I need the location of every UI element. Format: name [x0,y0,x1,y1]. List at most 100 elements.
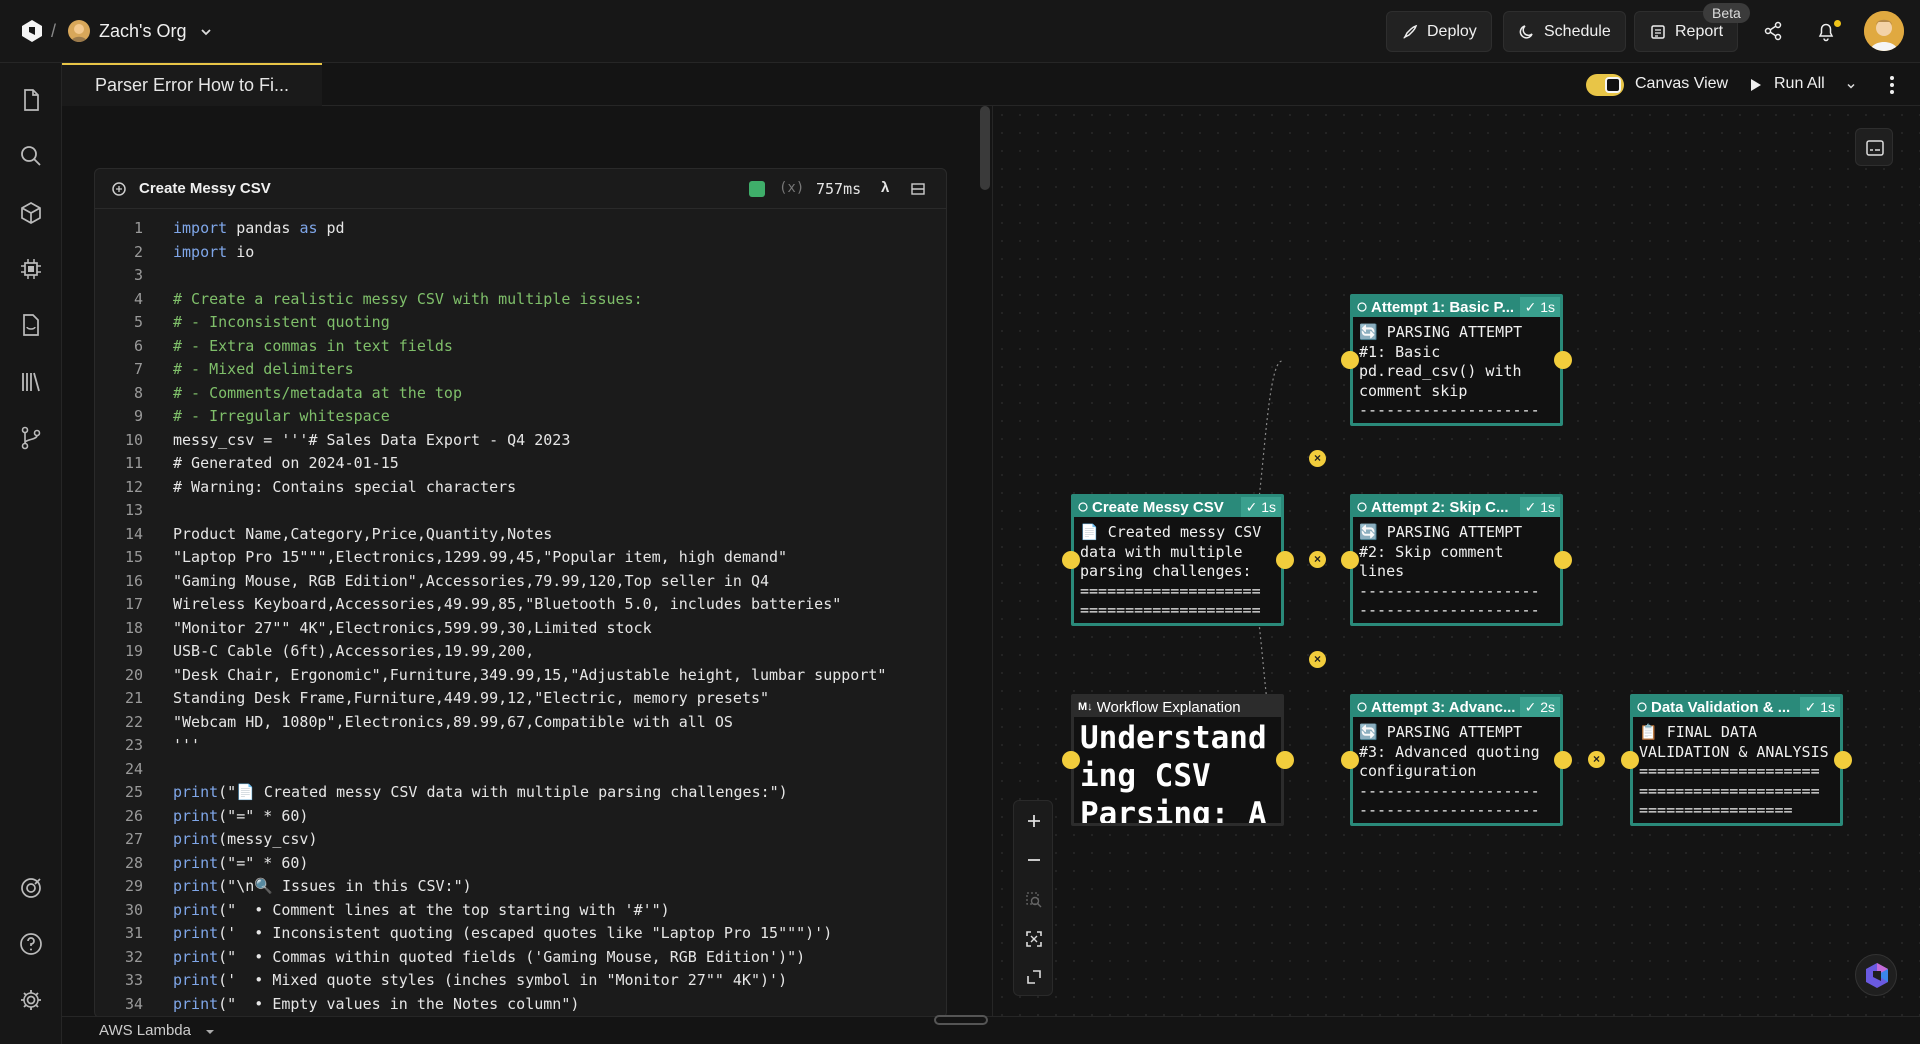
code-line: 13 [95,501,946,525]
input-port[interactable] [1062,751,1080,769]
variables-button[interactable]: (x) [779,180,805,196]
input-port[interactable] [1341,551,1359,569]
bell-icon[interactable] [1815,20,1837,42]
line-number: 24 [124,759,143,778]
code-text: # - Mixed delimiters [173,360,354,378]
notification-dot [1834,20,1841,27]
edge-delete-button[interactable]: × [1588,751,1605,768]
line-number: 8 [133,383,143,402]
line-number: 17 [124,595,143,613]
assistant-orb[interactable] [1855,954,1897,996]
git-branch-icon[interactable] [18,425,44,451]
code-text: print("\n🔍 Issues in this CSV:") [173,877,472,895]
chevron-down-icon[interactable] [198,24,214,40]
input-port[interactable] [1062,551,1080,569]
target-icon[interactable] [18,875,44,901]
fit-view-icon[interactable] [1024,929,1044,949]
code-text: ''' [173,736,201,754]
output-port[interactable] [1834,751,1852,769]
minimap-icon [1866,140,1884,156]
deploy-button[interactable]: Deploy [1386,11,1492,52]
node-create-messy-csv[interactable]: Create Messy CSV ✓ 1s 📄 Created messy CS… [1071,494,1284,626]
org-avatar[interactable] [68,20,90,42]
breadcrumb-separator: / [51,21,57,41]
share-icon[interactable] [1762,20,1784,42]
code-line: 12# Warning: Contains special characters [95,478,946,502]
output-port[interactable] [1554,551,1572,569]
node-attempt-3[interactable]: Attempt 3: Advanc... ✓ 2s 🔄 PARSING ATTE… [1350,694,1563,826]
line-number: 4 [133,289,143,308]
zoom-controls [1013,800,1053,996]
caret-down-icon[interactable] [205,1027,215,1037]
search-icon[interactable] [18,143,44,169]
node-attempt-2[interactable]: Attempt 2: Skip C... ✓ 1s 🔄 PARSING ATTE… [1350,494,1563,626]
line-number: 28 [124,853,143,872]
line-number: 26 [124,806,143,825]
notebook-scrollbar[interactable] [980,106,990,190]
tab-notebook[interactable]: Parser Error How to Fi... [62,63,322,106]
edge-delete-button[interactable]: × [1309,551,1326,568]
runtime-selector[interactable]: AWS Lambda [99,1022,191,1039]
node-markdown-content: Understand ing CSV Parsing: A [1080,720,1267,826]
edge-delete-button[interactable]: × [1309,450,1326,467]
edge-delete-button[interactable]: × [1309,651,1326,668]
top-bar: / Zach's Org Deploy Schedule Report Beta [0,0,1920,63]
gear-icon[interactable] [18,987,44,1013]
code-line: 9# - Irregular whitespace [95,407,946,431]
file-icon[interactable] [18,87,44,113]
python-icon [1357,702,1367,712]
input-port[interactable] [1341,751,1359,769]
zoom-selection-icon[interactable] [1024,890,1044,910]
collapse-icon[interactable] [910,181,926,197]
cell-header: Create Messy CSV (x) 757ms λ [95,169,946,209]
cube-icon[interactable] [18,200,44,226]
pane-resize-handle[interactable] [934,1015,988,1025]
deploy-label: Deploy [1427,22,1477,40]
output-port[interactable] [1554,351,1572,369]
line-number: 10 [124,430,143,449]
help-icon[interactable] [18,931,44,957]
toggle-knob [1605,77,1621,93]
dag-canvas[interactable]: Attempt 1: Basic P... ✓ 1s 🔄 PARSING ATT… [992,106,1920,1016]
node-data-validation[interactable]: Data Validation & ... ✓ 1s 📋 FINAL DATA … [1630,694,1843,826]
output-port[interactable] [1554,751,1572,769]
chip-icon[interactable] [18,256,44,282]
library-icon[interactable] [18,369,44,395]
zoom-in-icon[interactable] [1024,811,1044,831]
data-file-icon[interactable] [18,312,44,338]
node-workflow-explanation[interactable]: M↓ Workflow Explanation Understand ing C… [1071,694,1284,826]
code-text: print("=" * 60) [173,806,309,825]
zoom-out-icon[interactable] [1024,850,1044,870]
input-port[interactable] [1341,351,1359,369]
node-attempt-1[interactable]: Attempt 1: Basic P... ✓ 1s 🔄 PARSING ATT… [1350,294,1563,426]
input-port[interactable] [1621,751,1639,769]
markdown-icon: M↓ [1078,701,1093,713]
report-icon [1651,24,1665,39]
fullscreen-icon[interactable] [1024,967,1044,987]
chevron-down-icon[interactable] [1845,80,1857,92]
hex-logo-icon[interactable] [20,19,44,43]
output-port[interactable] [1276,551,1294,569]
code-text: "Gaming Mouse, RGB Edition",Accessories,… [173,571,770,590]
python-icon [1357,302,1367,312]
line-number: 33 [124,971,143,989]
play-icon[interactable] [1749,77,1763,93]
line-number: 7 [133,360,143,378]
output-port[interactable] [1276,751,1294,769]
minimap-button[interactable] [1855,128,1893,166]
schedule-button[interactable]: Schedule [1503,11,1626,52]
more-vertical-icon[interactable] [1882,73,1902,97]
canvas-view-toggle[interactable] [1586,74,1624,96]
code-text [143,760,173,784]
lambda-button[interactable]: λ [881,179,890,196]
line-number: 25 [124,783,143,801]
cell-title[interactable]: Create Messy CSV [139,180,271,197]
run-all-button[interactable]: Run All [1774,75,1825,92]
user-avatar[interactable] [1864,11,1904,51]
org-name[interactable]: Zach's Org [99,21,187,41]
